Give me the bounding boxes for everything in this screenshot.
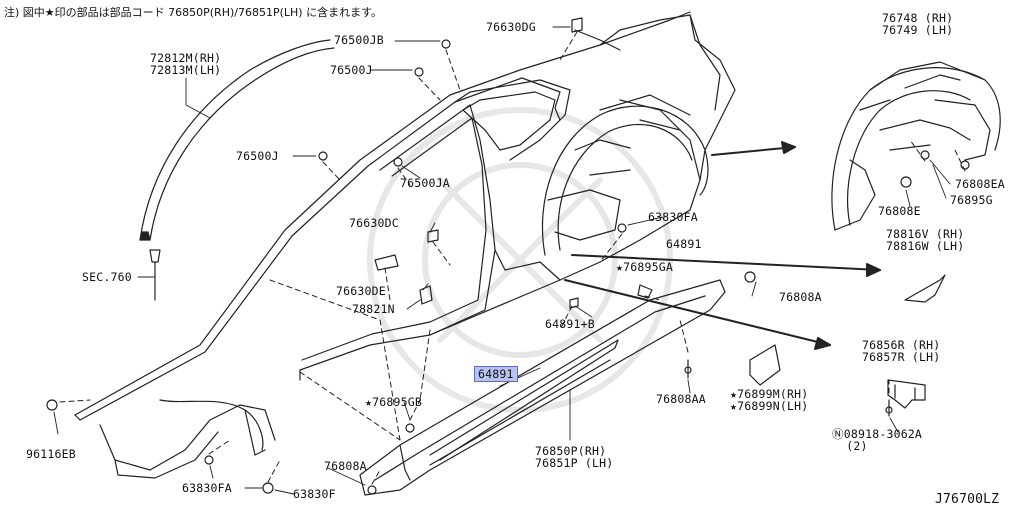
label-76748[interactable]: 76748 (RH) 76749 (LH) [882, 11, 954, 37]
label-76856r[interactable]: 76856R (RH) 76857R (LH) [862, 338, 941, 364]
diagram-code: J76700LZ [935, 492, 1000, 507]
body-side-panel [74, 11, 736, 479]
label-76895gb[interactable]: ★76895GB [365, 395, 422, 409]
label-76630dc[interactable]: 76630DC [349, 216, 399, 230]
label-76808a-bottom[interactable]: 76808A [324, 459, 367, 473]
wheel-house-liner-detail [831, 61, 1001, 231]
mud-flap [749, 344, 781, 386]
label-76500j-mid[interactable]: 76500J [236, 149, 279, 163]
label-76630dg[interactable]: 76630DG [486, 20, 536, 34]
label-96116eb[interactable]: 96116EB [26, 447, 76, 461]
wheel-house-liner-installed [541, 94, 709, 256]
label-72812m[interactable]: 72812M(RH) 72813M(LH) [150, 51, 222, 77]
label-76895ga[interactable]: ★76895GA [616, 260, 673, 274]
label-76808ea[interactable]: 76808EA [955, 177, 1005, 191]
mud-guard-piece [904, 274, 946, 303]
label-76500j-upper[interactable]: 76500J [330, 63, 373, 77]
label-64891b[interactable]: 64891+B [545, 317, 595, 331]
label-76500jb[interactable]: 76500JB [334, 33, 384, 47]
label-63830fa-bottom[interactable]: 63830FA [182, 481, 232, 495]
label-76808aa[interactable]: 76808AA [656, 392, 706, 406]
label-76630de[interactable]: 76630DE [336, 284, 386, 298]
guide-lines [59, 31, 966, 485]
label-76808e[interactable]: 76808E [878, 204, 921, 218]
label-08918[interactable]: Ⓝ08918-3062A (2) [832, 427, 923, 453]
label-63830f[interactable]: 63830F [293, 487, 336, 501]
label-76850p[interactable]: 76850P(RH) 76851P (LH) [535, 444, 614, 470]
label-76899m[interactable]: ★76899M(RH) ★76899N(LH) [730, 387, 809, 413]
leader-lines [53, 26, 951, 495]
arrows [564, 141, 881, 350]
roof-trim-strip [139, 39, 335, 301]
label-78821n[interactable]: 78821N [352, 302, 395, 316]
label-63830fa-top[interactable]: 63830FA [648, 210, 698, 224]
header-note: 注) 図中★印の部品は部品コード 76850P(RH)/76851P(LH) に… [4, 6, 382, 19]
label-64891-highlighted[interactable]: 64891 [474, 366, 518, 382]
fasteners [46, 17, 970, 495]
label-76895g[interactable]: 76895G [950, 193, 993, 207]
sill-bracket [887, 379, 926, 409]
label-78816v[interactable]: 78816V (RH) 78816W (LH) [886, 227, 965, 253]
label-64891-top[interactable]: 64891 [666, 237, 702, 251]
label-sec760[interactable]: SEC.760 [82, 270, 132, 284]
label-76808a-right[interactable]: 76808A [779, 290, 822, 304]
side-sill-cover [359, 279, 726, 496]
label-76500ja[interactable]: 76500JA [400, 176, 450, 190]
